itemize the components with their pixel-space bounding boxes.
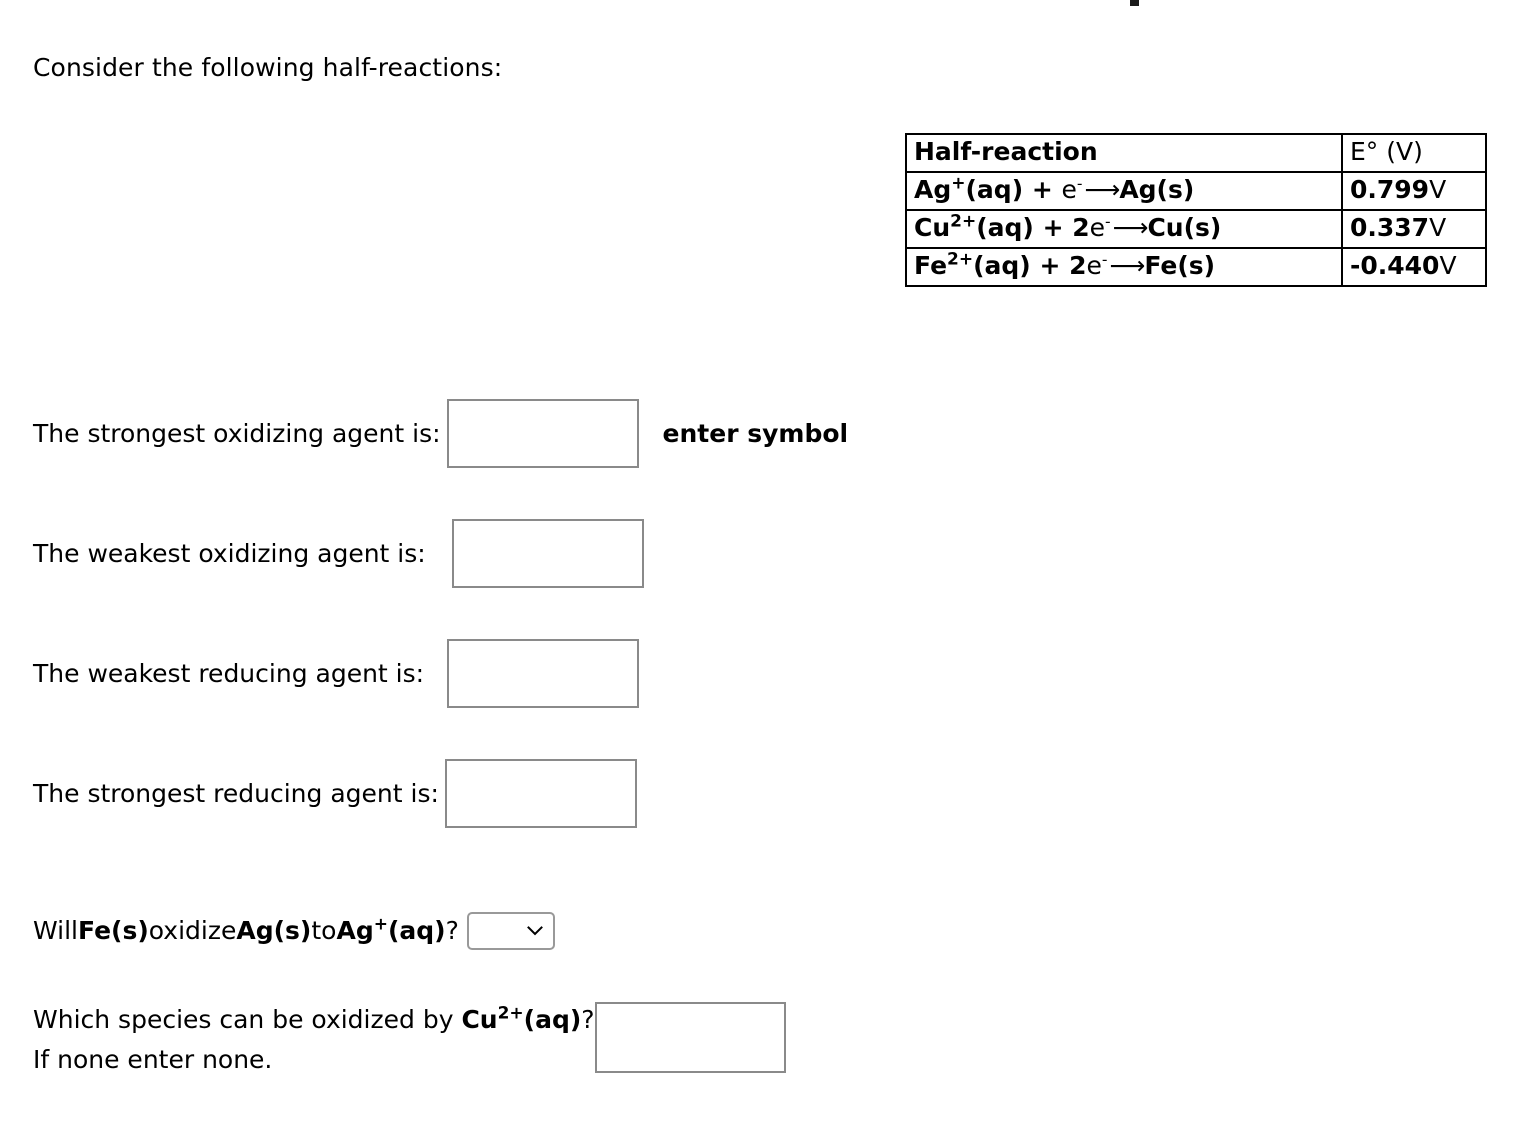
table-row: Cu2+(aq) + 2e-⟶Cu(s) 0.337V: [905, 209, 1487, 249]
reaction-species-charge: +: [951, 173, 966, 194]
reaction-state: (aq): [976, 213, 1034, 242]
which-species-input[interactable]: [594, 1002, 786, 1073]
potential-unit: V: [1439, 251, 1457, 280]
question-will-fe-oxidize-ag: Will Fe(s) oxidize Ag(s) to Ag+(aq)?: [33, 912, 555, 950]
potential-unit: V: [1429, 213, 1447, 242]
reaction-species-charge: 2+: [950, 211, 977, 232]
oxidize-connector: to: [311, 916, 337, 945]
clipped-top-artifact: [1130, 0, 1139, 6]
reaction-plus: +: [1033, 213, 1073, 242]
reaction-species: Cu: [914, 213, 951, 242]
strongest-oxidizing-input[interactable]: [446, 399, 639, 468]
final-species-state: (aq): [523, 1005, 582, 1034]
potential-cell-fe: -0.440V: [1341, 247, 1487, 287]
strongest-reducing-label: The strongest reducing agent is:: [33, 778, 439, 808]
reaction-species: Fe: [914, 251, 948, 280]
final-question-text: Which species can be oxidized by Cu2+(aq…: [33, 1000, 595, 1080]
reaction-product: Ag(s): [1119, 175, 1195, 204]
chevron-down-icon: [526, 926, 543, 936]
potential-value: 0.799: [1350, 175, 1430, 204]
question-weakest-reducing: The weakest reducing agent is:: [33, 639, 640, 708]
potential-cell-ag: 0.799V: [1341, 171, 1487, 211]
half-reaction-cell-fe: Fe2+(aq) + 2e-⟶Fe(s): [905, 247, 1343, 287]
electron-charge: -: [1105, 212, 1111, 231]
yes-no-dropdown[interactable]: [466, 912, 555, 950]
question-weakest-oxidizing: The weakest oxidizing agent is:: [33, 519, 644, 588]
strongest-oxidizing-label: The strongest oxidizing agent is:: [33, 418, 441, 448]
potential-value: 0.337: [1350, 213, 1430, 242]
final-species-charge: 2+: [497, 1003, 524, 1024]
table-row: Ag+(aq) + e-⟶Ag(s) 0.799V: [905, 171, 1487, 211]
reaction-plus: +: [1023, 175, 1062, 204]
potential-cell-cu: 0.337V: [1341, 209, 1487, 249]
page-title: Consider the following half-reactions:: [33, 53, 503, 82]
oxidize-product-charge: +: [373, 914, 388, 935]
electron-charge: -: [1076, 174, 1083, 193]
reaction-state: (aq): [965, 175, 1024, 204]
enter-symbol-hint: enter symbol: [662, 419, 849, 448]
half-reaction-cell-ag: Ag+(aq) + e-⟶Ag(s): [905, 171, 1343, 211]
reaction-product: Fe(s): [1144, 251, 1216, 280]
final-line2: If none enter none.: [33, 1045, 273, 1074]
reaction-coefficient: 2: [1072, 213, 1090, 242]
weakest-reducing-input[interactable]: [447, 639, 640, 708]
reaction-plus: +: [1030, 251, 1070, 280]
strongest-reducing-input[interactable]: [444, 759, 637, 828]
weakest-oxidizing-label: The weakest oxidizing agent is:: [33, 538, 426, 568]
column-header-half-reaction: Half-reaction: [905, 133, 1343, 173]
question-which-species-oxidized: Which species can be oxidized by Cu2+(aq…: [33, 1000, 786, 1080]
question-strongest-reducing: The strongest reducing agent is:: [33, 759, 637, 828]
half-reaction-table: Half-reaction E° (V) Ag+(aq) + e-⟶Ag(s) …: [905, 133, 1487, 287]
final-species-base: Cu: [461, 1005, 498, 1034]
oxidize-prefix: Will: [33, 916, 79, 945]
oxidize-product-base: Ag: [336, 916, 374, 945]
half-reaction-cell-cu: Cu2+(aq) + 2e-⟶Cu(s): [905, 209, 1343, 249]
reaction-arrow-icon: ⟶: [1084, 175, 1120, 204]
reaction-species-charge: 2+: [947, 249, 974, 270]
reaction-arrow-icon: ⟶: [1109, 251, 1145, 280]
electron-charge: -: [1101, 250, 1108, 269]
reaction-species: Ag: [914, 175, 952, 204]
table-row: Fe2+(aq) + 2e-⟶Fe(s) -0.440V: [905, 247, 1487, 287]
column-header-standard-potential: E° (V): [1341, 133, 1487, 173]
electron-symbol: e: [1061, 175, 1077, 204]
oxidize-middle: oxidize: [148, 916, 237, 945]
oxidize-substrate: Ag(s): [236, 916, 312, 945]
oxidize-reagent: Fe(s): [78, 916, 149, 945]
reaction-coefficient: 2: [1069, 251, 1087, 280]
reaction-arrow-icon: ⟶: [1112, 213, 1149, 242]
weakest-reducing-label: The weakest reducing agent is:: [33, 658, 425, 688]
final-line1-prefix: Which species can be oxidized by: [33, 1005, 462, 1034]
reaction-product: Cu(s): [1147, 213, 1222, 242]
table-header-row: Half-reaction E° (V): [905, 133, 1487, 173]
potential-value: -0.440: [1350, 251, 1440, 280]
electron-symbol: e: [1089, 213, 1106, 242]
question-strongest-oxidizing: The strongest oxidizing agent is: enter …: [33, 399, 848, 468]
final-line1-suffix: ?: [581, 1005, 595, 1034]
oxidize-product-state: (aq): [387, 916, 446, 945]
weakest-oxidizing-input[interactable]: [451, 519, 644, 588]
oxidize-suffix: ?: [445, 916, 459, 945]
potential-unit: V: [1429, 175, 1447, 204]
reaction-state: (aq): [973, 251, 1031, 280]
electron-symbol: e: [1086, 251, 1102, 280]
